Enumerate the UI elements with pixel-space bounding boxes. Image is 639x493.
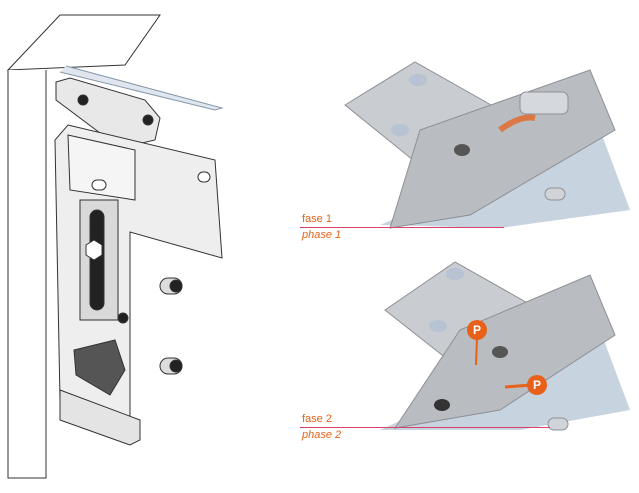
phase1-hinge-photo [344,61,630,229]
phase2-label: fase 2 [302,413,332,425]
phase1-divider [300,227,504,228]
phase1-label: fase 1 [302,213,332,225]
phase2-hinge-photo [380,261,630,431]
cabinet-hinge-drawing [6,14,224,479]
marker-p-1: P [467,320,487,340]
phase1-label-en: phase 1 [302,229,342,241]
phase2-label-en: phase 2 [302,429,342,441]
marker-p-2: P [527,375,547,395]
phase2-divider [300,427,550,428]
